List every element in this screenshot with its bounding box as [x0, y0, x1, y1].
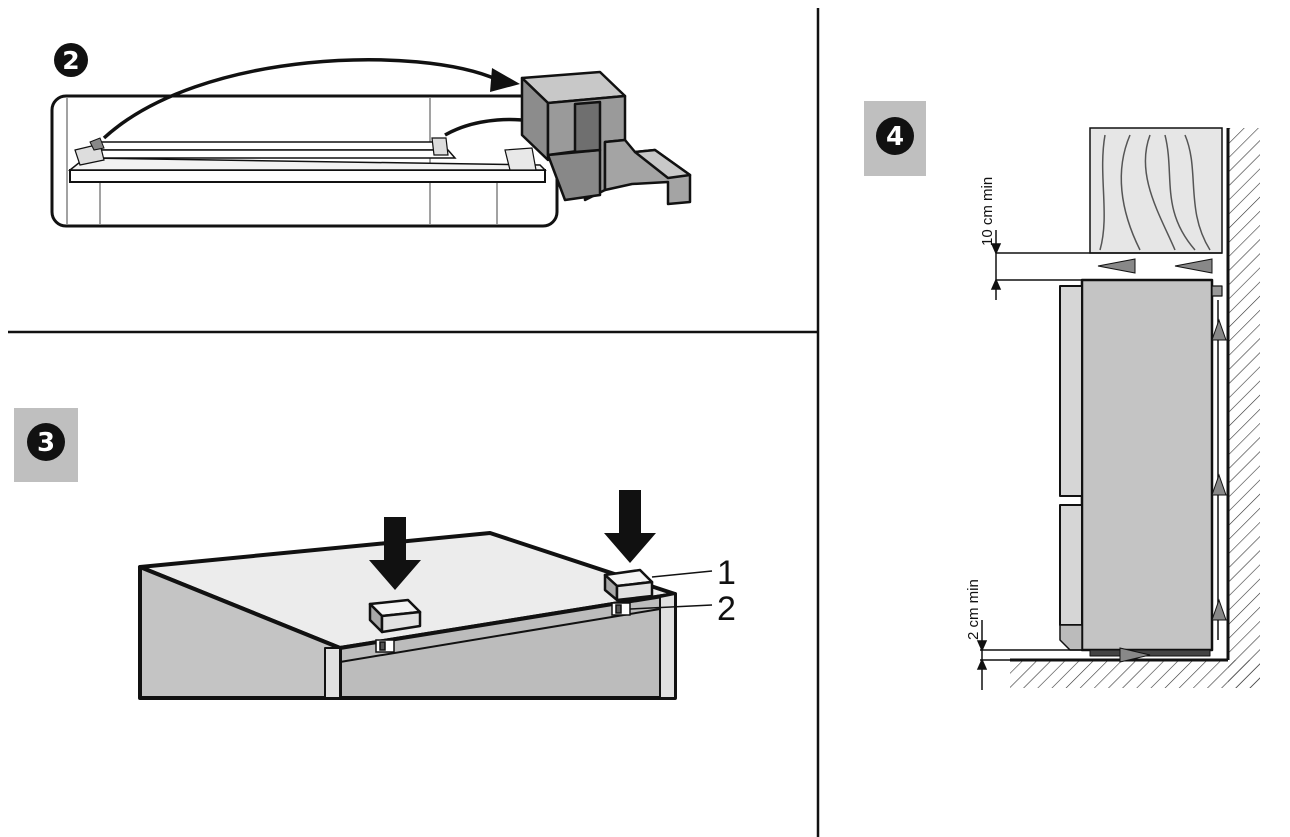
- step-3-number: 3: [37, 428, 55, 458]
- callout-2: 2: [717, 590, 736, 628]
- bottom-clearance-dimension: [976, 620, 1090, 690]
- wall: [1226, 128, 1260, 688]
- down-arrow-left: [369, 517, 421, 590]
- appliance-side-view: [1059, 278, 1223, 657]
- airflow-arrows: [1097, 258, 1227, 663]
- step-3-badge: 3: [14, 408, 78, 482]
- spacer-slots: [375, 602, 631, 653]
- top-clearance-label: 10 cm min: [979, 177, 996, 246]
- appliance-top: [138, 531, 677, 700]
- panel-dividers: [8, 8, 820, 837]
- step-2-number: 2: [62, 46, 79, 75]
- step-2-panel: 2: [50, 43, 692, 228]
- spacer-blocks: [368, 568, 654, 634]
- magnifier-box: [50, 94, 559, 228]
- floor: [1010, 658, 1260, 688]
- step-4-panel: 4: [864, 101, 1260, 690]
- top-clearance-dimension: [990, 230, 1222, 300]
- bottom-clearance-label: 2 cm min: [965, 579, 982, 640]
- step-2-badge: 2: [54, 43, 88, 77]
- bracket-part: [520, 70, 692, 206]
- callout-leaders: [629, 570, 713, 610]
- step-4-number: 4: [886, 122, 904, 152]
- wood-cabinet: [1089, 127, 1223, 254]
- callout-1: 1: [717, 554, 736, 592]
- step-4-badge: 4: [864, 101, 926, 176]
- down-arrow-right: [604, 490, 656, 563]
- step-3-panel: 3: [14, 408, 736, 700]
